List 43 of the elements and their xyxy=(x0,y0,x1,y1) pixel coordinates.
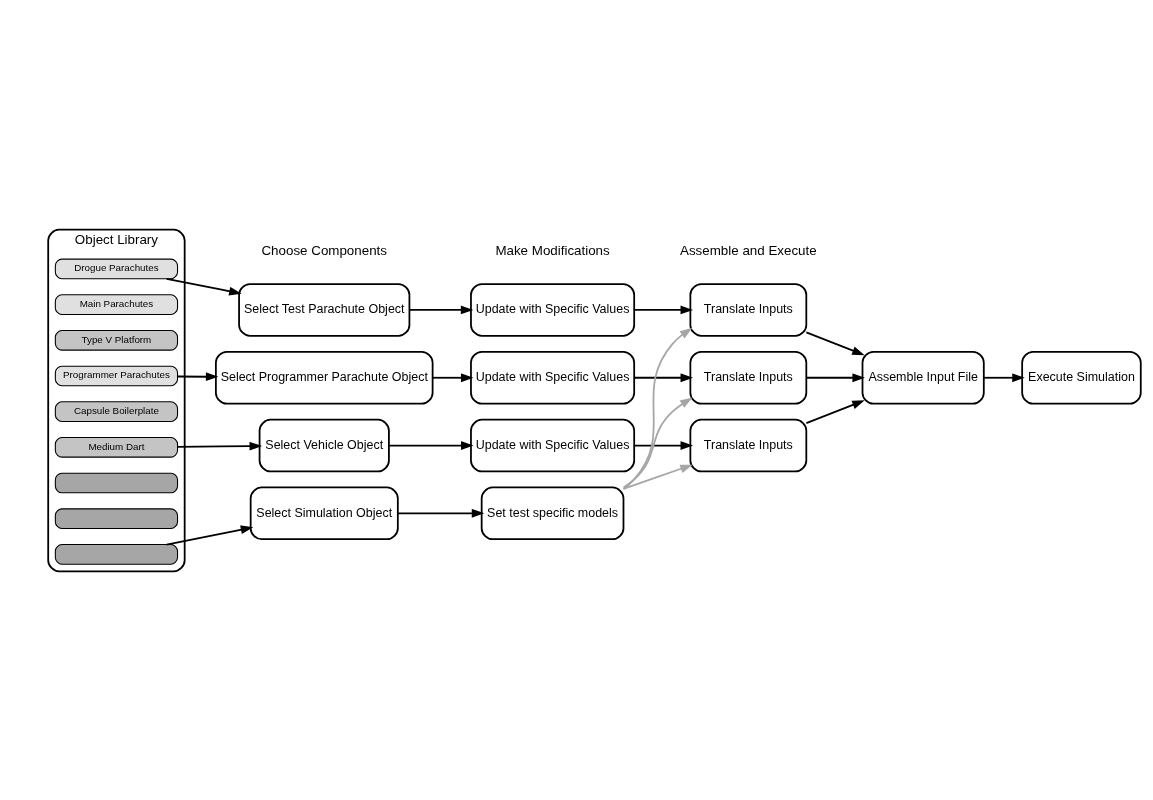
node-box xyxy=(54,507,179,529)
node-box: Update with Specific Values xyxy=(470,350,636,404)
label: Choose Components xyxy=(261,242,387,258)
arrow xyxy=(622,327,693,490)
node-box: Execute Simulation xyxy=(1021,350,1142,404)
node-box: Select Simulation Object xyxy=(249,486,399,540)
node-box: Translate Inputs xyxy=(689,350,808,404)
arrow xyxy=(397,508,485,518)
node-box: Medium Dart xyxy=(54,436,179,458)
node-box: Capsule Boilerplate xyxy=(54,400,179,422)
node-box: Assemble Input File xyxy=(861,350,985,404)
arrow xyxy=(983,372,1025,382)
arrow xyxy=(388,440,474,450)
arrow xyxy=(633,305,694,314)
arrow xyxy=(176,371,219,381)
arrow xyxy=(805,330,865,355)
node-box: Drogue Parachutes xyxy=(54,258,179,279)
arrow xyxy=(633,440,694,450)
node-box: Update with Specific Values xyxy=(470,418,636,472)
arrow xyxy=(176,441,263,451)
node-box xyxy=(54,472,179,493)
node-box: Translate Inputs xyxy=(689,418,808,472)
arrow xyxy=(165,277,242,296)
node-box: Select Test Parachute Object xyxy=(238,282,411,337)
arrow xyxy=(408,305,474,314)
node-box: Programmer Parachutes xyxy=(54,365,179,386)
label: Assemble and Execute xyxy=(680,242,817,258)
arrow xyxy=(805,372,865,382)
arrow xyxy=(633,372,694,382)
arrow xyxy=(165,524,254,545)
arrow xyxy=(622,464,693,490)
node-box: Translate Inputs xyxy=(689,282,808,337)
node-box xyxy=(54,543,179,565)
arrow xyxy=(431,372,474,382)
node-box: Main Parachutes xyxy=(54,293,179,315)
node-box: Set test specific models xyxy=(480,486,625,540)
node-box: Select Programmer Parachute Object xyxy=(215,350,434,404)
node-box: Type V Platform xyxy=(54,329,179,351)
arrow xyxy=(622,397,693,488)
node-box: Update with Specific Values xyxy=(470,282,636,337)
node-box: Select Vehicle Object xyxy=(258,418,390,472)
label: Make Modifications xyxy=(495,242,610,258)
arrow xyxy=(805,399,865,424)
